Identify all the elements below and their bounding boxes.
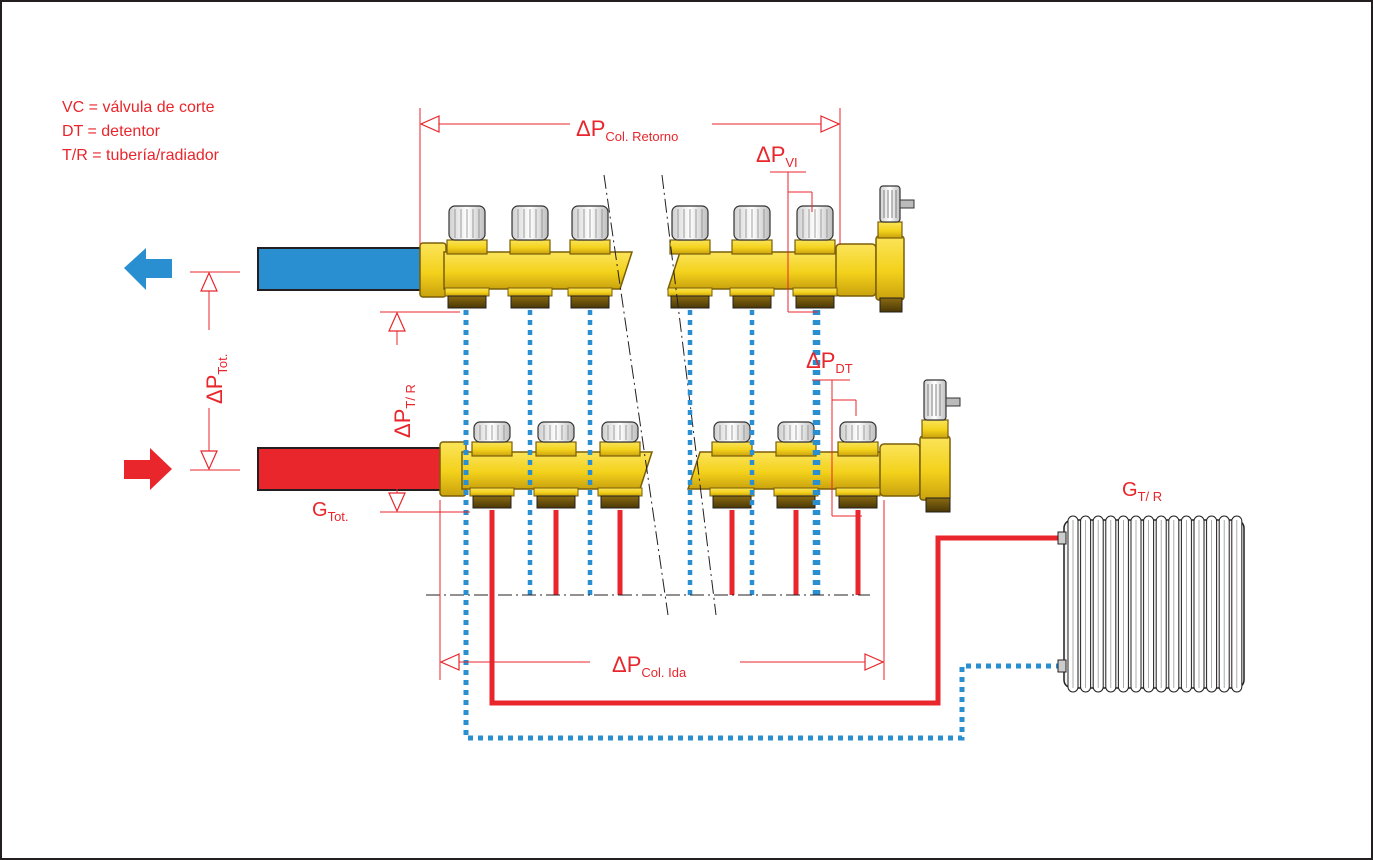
return-outlet-nut <box>667 287 713 309</box>
label-g-tot: GTot. <box>312 499 349 524</box>
return-outlet-nut <box>729 287 775 309</box>
supply-flow-arrow <box>124 448 172 490</box>
supply-valve-head <box>599 421 641 457</box>
return-outlet-nut <box>792 287 838 309</box>
return-valve-head <box>446 205 488 255</box>
label-dp-vi: ΔPVI <box>756 142 798 170</box>
supply-circuit-lines <box>553 510 861 595</box>
return-valve-head <box>569 205 611 255</box>
supply-pipe <box>257 447 445 491</box>
return-valve-heads <box>446 205 836 255</box>
supply-outlet-nut <box>773 487 819 509</box>
return-manifold <box>257 185 915 313</box>
supply-outlet-nut <box>469 487 515 509</box>
supply-manifold <box>257 379 961 513</box>
return-pipe <box>257 247 427 291</box>
return-from-radiator <box>463 310 1062 741</box>
supply-to-radiator <box>489 510 1062 706</box>
radiator-outlet <box>1057 659 1067 673</box>
label-dp-dt: ΔPDT <box>806 348 853 376</box>
return-valve-head <box>669 205 711 255</box>
label-dp-tot: ΔPTot. <box>202 354 230 404</box>
supply-outlet-nut <box>835 487 881 509</box>
legend-tr: T/R = tubería/radiador <box>62 147 220 164</box>
supply-valve-head <box>837 421 879 457</box>
label-dp-tr: ΔPT/ R <box>390 384 418 438</box>
supply-outlet-nut <box>533 487 579 509</box>
return-valve-head <box>731 205 773 255</box>
label-dp-col-retorno: ΔPCol. Retorno <box>576 116 678 144</box>
return-valve-head <box>509 205 551 255</box>
return-circuit-lines <box>527 310 821 595</box>
break-line-left <box>603 174 669 616</box>
return-flow-arrow <box>124 248 172 290</box>
label-dp-col-ida: ΔPCol. Ida <box>612 652 687 680</box>
return-outlet-nut <box>507 287 553 309</box>
supply-valve-head <box>471 421 513 457</box>
return-valve-head <box>794 205 836 255</box>
supply-valve-heads <box>471 421 879 457</box>
supply-valve-head <box>711 421 753 457</box>
label-g-tr: GT/ R <box>1122 479 1162 504</box>
radiator-inlet <box>1057 531 1067 545</box>
return-outlet-nut <box>444 287 490 309</box>
supply-valve-head <box>775 421 817 457</box>
supply-outlet-nut <box>597 487 643 509</box>
legend-vc: VC = válvula de corte <box>62 99 215 116</box>
legend-dt: DT = detentor <box>62 123 161 140</box>
supply-valve-head <box>535 421 577 457</box>
supply-outlet-nuts <box>469 487 881 509</box>
radiator <box>1057 515 1245 693</box>
return-outlet-nut <box>567 287 613 309</box>
return-outlet-nuts <box>444 287 838 309</box>
supply-outlet-nut <box>709 487 755 509</box>
